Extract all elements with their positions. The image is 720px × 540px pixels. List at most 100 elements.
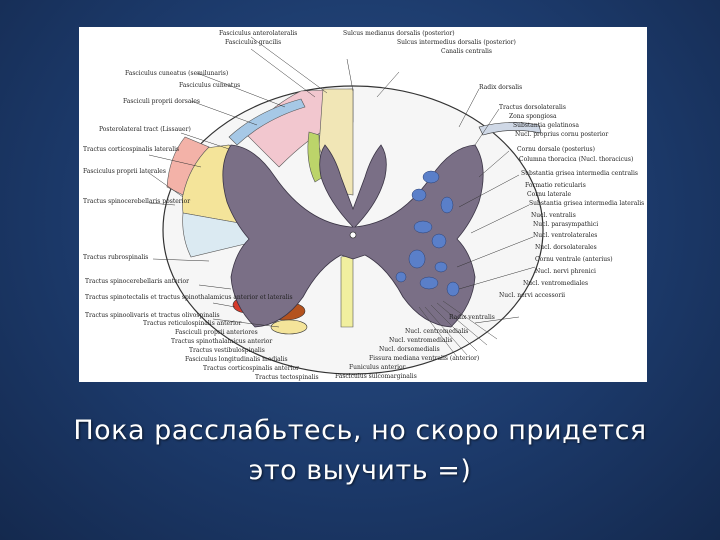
lead-l-4: [190, 100, 258, 126]
label-right-25: Nucl. ventromedialis: [389, 337, 452, 344]
label-right-6: Zona spongiosa: [509, 113, 557, 120]
dorsal-root: [478, 122, 542, 136]
label-right-16: Nucl. parasympathici: [533, 221, 598, 228]
ventral-fiber-1: [418, 306, 458, 358]
lead-r-1: [346, 58, 354, 92]
label-right-19: Cornu ventrale (anterius): [535, 256, 613, 263]
label-right-3: Canalis centralis: [441, 48, 492, 55]
label-right-20: Nucl. nervi phrenici: [535, 268, 596, 275]
lead-l-1: [250, 36, 328, 94]
ventral-fiber-4: [436, 302, 488, 346]
label-left-14: Tractus reticulospinalis anterior: [143, 320, 241, 327]
label-right-14: Substantia grisea intermedia lateralis: [529, 200, 644, 207]
lead-l-7: [148, 172, 184, 198]
label-left-13: Tractus spinoolivaris et tractus olivosp…: [85, 312, 220, 319]
label-left-20: Tractus tectospinalis: [255, 374, 319, 381]
label-left-1: Fasciculus anterolateralis: [219, 30, 297, 37]
label-left-11: Tractus spinocerebellaris anterior: [85, 278, 189, 285]
label-right-1: Sulcus medianus dorsalis (posterior): [343, 30, 455, 37]
label-right-11: Substantia grisea intermedia centralis: [521, 170, 638, 177]
lead-l-10: [198, 284, 232, 290]
lead-l-11: [212, 302, 236, 308]
tract-yellow-anterior: [270, 319, 308, 335]
label-right-7: Substantia gelatinosa: [513, 122, 579, 129]
lead-l-12: [212, 318, 280, 328]
lead-r-9: [458, 266, 536, 290]
nucleus-2: [411, 188, 427, 202]
label-right-4: Radix dorsalis: [479, 84, 522, 91]
label-left-10: Tractus rubrospinalis: [83, 254, 148, 261]
ventral-fiber-3: [430, 304, 478, 352]
label-right-29: Fasciculus sulcomarginalis: [335, 373, 417, 380]
nucleus-7: [434, 261, 448, 273]
spinal-cord-figure: Fasciculus anterolateralis Fasciculus gr…: [79, 27, 647, 382]
nucleus-1: [422, 170, 440, 184]
lead-l-9: [152, 258, 210, 262]
tract-anterior-median-yellow: [340, 254, 354, 328]
label-left-16: Tractus spinothalamicus anterior: [171, 338, 272, 345]
label-left-18: Fasciculus longitudinalis medialis: [185, 356, 288, 363]
ventral-fiber-5: [442, 300, 498, 340]
nucleus-5: [431, 233, 447, 249]
caption-line-1: Пока расслабьтесь, но скоро придется: [73, 415, 647, 446]
label-right-24: Nucl. centromedialis: [405, 328, 468, 335]
label-right-23: Radix ventralis: [449, 314, 495, 321]
grey-matter-nuclei: [395, 170, 460, 297]
lead-r-3: [458, 88, 480, 128]
lead-r-10: [474, 316, 520, 324]
label-left-15: Fasciculi proprii anteriores: [175, 329, 258, 336]
label-right-17: Nucl. ventrolaterales: [533, 232, 597, 239]
nucleus-8: [419, 276, 439, 290]
label-right-28: Funiculus anterior: [349, 364, 406, 371]
label-left-2: Fasciculus gracilis: [225, 39, 281, 46]
lead-l-5: [180, 132, 230, 150]
right-leader-lines: [346, 58, 536, 324]
label-right-2: Sulcus intermedius dorsalis (posterior): [397, 39, 516, 46]
nucleus-4: [413, 220, 433, 234]
label-left-17: Tractus vestibulospinalis: [189, 347, 265, 354]
lead-l-3: [196, 72, 286, 108]
right-labels: Sulcus medianus dorsalis (posterior) Sul…: [335, 30, 644, 380]
nucleus-10: [395, 271, 407, 283]
label-right-5: Tractus dorsolateralis: [499, 104, 566, 111]
nucleus-9: [446, 281, 460, 297]
label-right-22: Nucl. nervi accessorii: [499, 292, 565, 299]
label-left-7: Tractus corticospinalis lateralis: [83, 146, 179, 153]
lead-r-5: [478, 150, 510, 178]
nucleus-3: [440, 196, 454, 214]
caption-line-2: это выучить =): [248, 455, 472, 486]
label-left-8: Fasciculus proprii laterales: [83, 168, 166, 175]
central-canal: [349, 231, 357, 239]
label-left-9: Tractus spinocerebellaris posterior: [83, 198, 190, 205]
label-right-26: Nucl. dorsomedialis: [379, 346, 440, 353]
left-labels: Fasciculus anterolateralis Fasciculus gr…: [83, 30, 319, 381]
ventral-fiber-2: [424, 306, 468, 356]
ventral-root-fibers: [418, 300, 498, 358]
label-left-4: Fasciculus cuneatus: [179, 82, 240, 89]
lead-l-2: [250, 48, 316, 98]
label-right-13: Cornu laterale: [527, 191, 572, 198]
label-right-27: Fissura mediana ventralis (anterior): [369, 355, 479, 362]
lead-r-4: [474, 108, 500, 146]
label-left-3: Fasciculus cuneatus (semilunaris): [125, 70, 228, 77]
label-left-5: Fasciculi proprii dorsales: [123, 98, 200, 105]
lead-r-7: [470, 204, 530, 234]
lead-r-2: [376, 71, 400, 98]
label-right-15: Nucl. ventralis: [531, 212, 576, 219]
tract-spinocerebellar-posterior: [166, 136, 210, 196]
label-right-18: Nucl. dorsolaterales: [535, 244, 597, 251]
lead-r-8: [456, 236, 534, 268]
label-right-9: Cornu dorsale (posterius): [517, 146, 595, 153]
lead-l-8: [148, 202, 176, 206]
label-right-12: Formatio reticularis: [525, 182, 586, 189]
left-leader-lines: [148, 36, 328, 328]
lead-l-6: [148, 154, 202, 168]
label-right-21: Nucl. ventromediales: [523, 280, 588, 287]
label-left-12: Tractus spinotectalis et tractus spinoth…: [85, 294, 293, 301]
spinal-cord-cross-section-diagram: Fasciculus anterolateralis Fasciculus gr…: [83, 30, 644, 381]
label-left-19: Tractus corticospinalis anterior: [203, 365, 299, 372]
nucleus-6: [408, 249, 426, 269]
label-right-8: Nucl. proprius cornu posterior: [515, 131, 608, 138]
label-right-10: Columna thoracica (Nucl. thoracicus): [519, 156, 633, 163]
lead-r-6: [458, 174, 520, 208]
